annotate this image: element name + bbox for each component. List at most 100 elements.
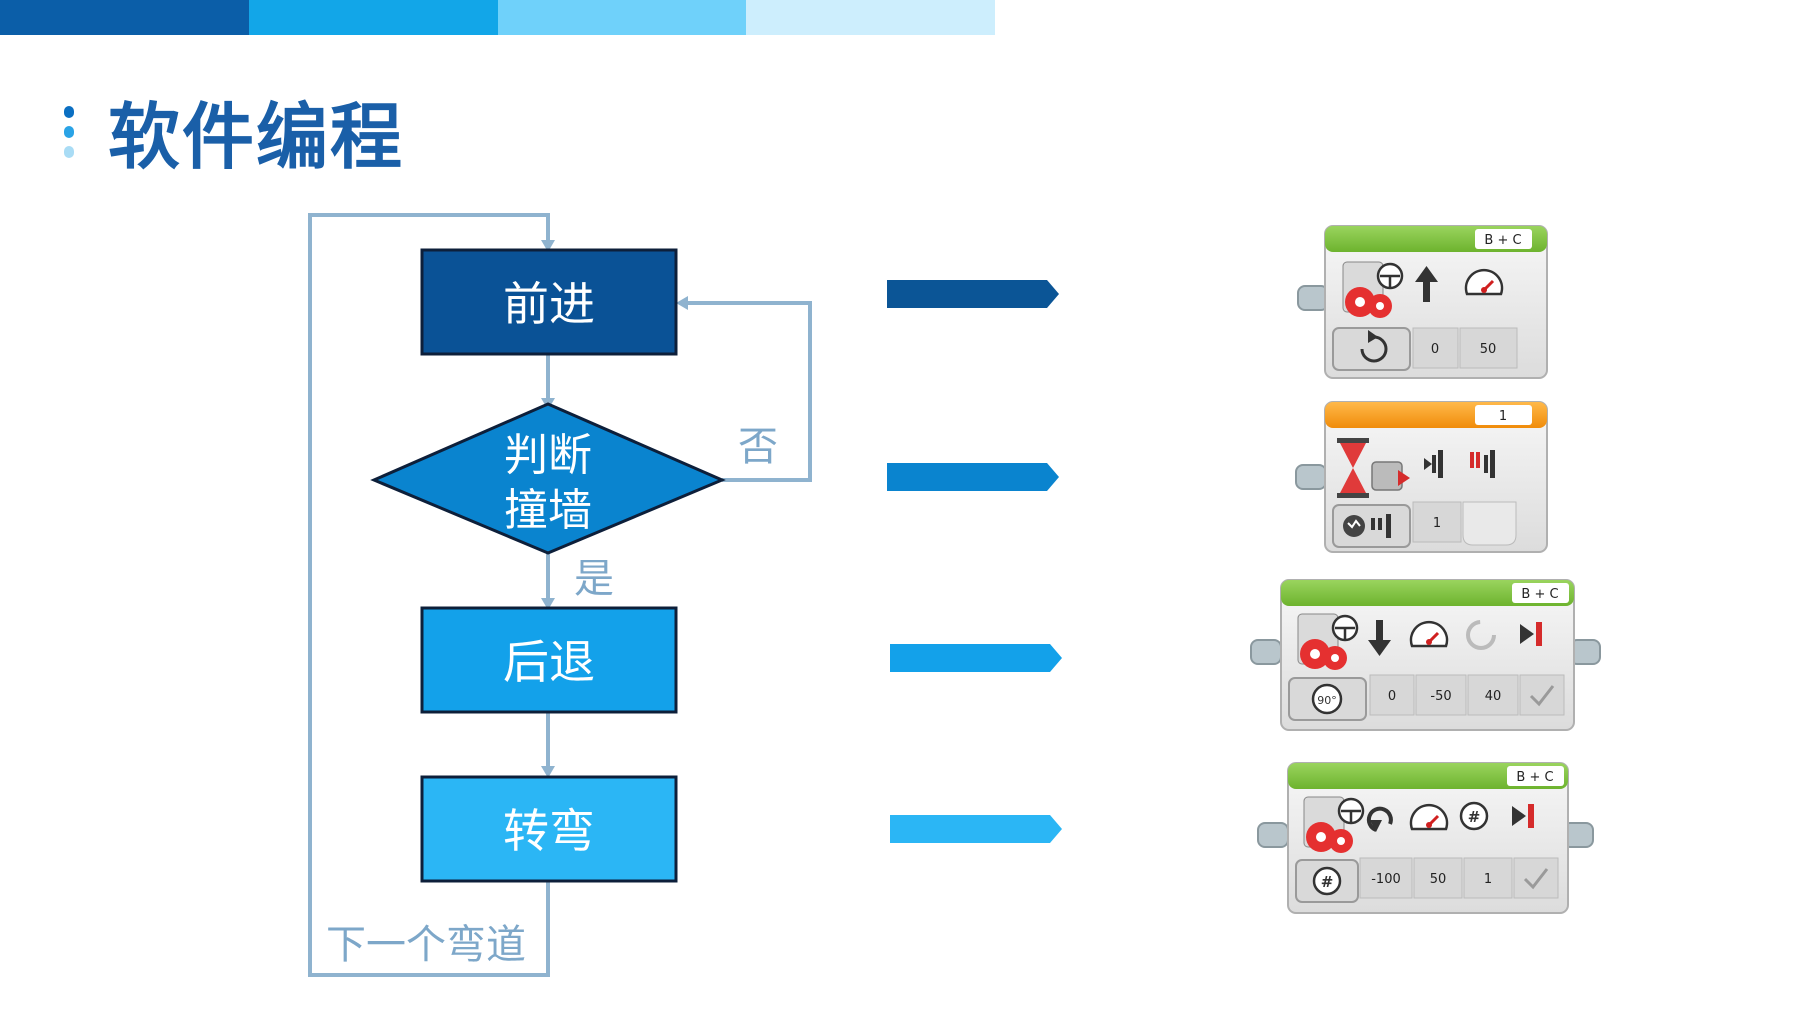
- steering-input[interactable]: [1412, 327, 1459, 369]
- sequence-in-connector: [1297, 285, 1329, 311]
- header-bar-segment: [497, 0, 747, 35]
- move-steering-backward-block[interactable]: B + C 90° 0 -50 40: [1250, 579, 1601, 731]
- steering-input[interactable]: [1359, 857, 1413, 899]
- hit-wall-decision: [370, 402, 726, 555]
- sequence-in-connector: [1257, 822, 1289, 848]
- degrees-icon: [1466, 620, 1496, 650]
- power-input[interactable]: [1413, 857, 1463, 899]
- port-label: B + C: [1484, 233, 1521, 248]
- move-steering-forward-block[interactable]: B + C 0 50: [1297, 225, 1548, 379]
- yes-branch-label: 是: [574, 556, 614, 602]
- block-header: [1288, 763, 1568, 789]
- mode-selector[interactable]: [1332, 327, 1411, 371]
- steering-value: 0: [1431, 342, 1439, 357]
- brake-input[interactable]: [1513, 857, 1559, 899]
- rotations-input[interactable]: [1463, 857, 1513, 899]
- state-input[interactable]: [1412, 501, 1462, 543]
- brake-icon: [1512, 804, 1534, 828]
- result-output: [1462, 501, 1517, 546]
- mapping-arrow: [890, 815, 1062, 843]
- loop-back-line: [308, 213, 550, 977]
- title-marker-dot: [64, 145, 74, 158]
- port-label: B + C: [1521, 587, 1558, 602]
- title-area: 软件编程: [60, 78, 404, 183]
- rotations-icon: #: [1459, 801, 1489, 831]
- mapping-arrow: [887, 463, 1059, 491]
- touch-sensor-icon: [1371, 461, 1410, 491]
- decision-label-line2: 撞墙: [504, 485, 592, 536]
- steering-motor-icon: [1342, 261, 1404, 318]
- title-marker-dot: [64, 125, 74, 138]
- rotations-mode-icon: #: [1312, 866, 1342, 896]
- steering-value: 0: [1388, 689, 1396, 704]
- port-selector[interactable]: [1475, 405, 1532, 425]
- pressed-state-icon: [1470, 450, 1495, 478]
- svg-text:#: #: [1468, 808, 1481, 826]
- power-input[interactable]: [1415, 674, 1467, 716]
- steering-value: -100: [1371, 872, 1401, 887]
- port-selector[interactable]: [1475, 229, 1532, 249]
- arrowhead-icon: [541, 598, 555, 610]
- header-bar-segment: [0, 0, 249, 35]
- no-branch-label: 否: [738, 424, 778, 470]
- power-value: 50: [1430, 872, 1447, 887]
- steering-input[interactable]: [1369, 674, 1415, 716]
- bumped-state-icon: [1424, 450, 1443, 478]
- mapping-arrow: [890, 644, 1062, 672]
- turn-step: [420, 775, 678, 883]
- reverse-step: [420, 606, 678, 714]
- brake-icon: [1520, 622, 1542, 646]
- power-value: -50: [1430, 689, 1451, 704]
- mapping-arrow: [887, 280, 1059, 308]
- speed-gauge-icon: [1409, 803, 1449, 831]
- svg-text:#: #: [1321, 873, 1334, 891]
- arrowhead-icon: [541, 766, 555, 778]
- touch-state-icon: [1343, 514, 1391, 538]
- reverse-step-label: 后退: [503, 635, 595, 689]
- hourglass-wait-icon: [1337, 438, 1369, 498]
- header-bar-segment: [248, 0, 498, 35]
- speed-gauge-icon: [1409, 620, 1449, 648]
- turn-icon: [1366, 806, 1393, 832]
- degrees-input[interactable]: [1467, 674, 1519, 716]
- port-label: 1: [1499, 409, 1507, 424]
- forward-step: [420, 248, 678, 356]
- arrow-down-icon: [1368, 620, 1391, 656]
- rotations-value: 1: [1484, 872, 1492, 887]
- turn-step-label: 转弯: [503, 804, 595, 858]
- brake-check-icon: [1529, 685, 1555, 707]
- move-steering-turn-block[interactable]: B + C # # -100 50: [1257, 762, 1594, 914]
- degrees-value: 40: [1485, 689, 1502, 704]
- arrowhead-icon: [541, 240, 555, 252]
- title-marker-dot: [64, 105, 74, 118]
- arrow-up-icon: [1415, 266, 1438, 302]
- speed-gauge-icon: [1464, 268, 1504, 296]
- degrees-mode-icon: 90°: [1311, 683, 1343, 715]
- power-input[interactable]: [1459, 327, 1518, 369]
- state-value: 1: [1433, 516, 1441, 531]
- power-value: 50: [1480, 342, 1497, 357]
- header-bar-segment: [746, 0, 995, 35]
- sequence-in-connector: [1250, 639, 1282, 665]
- next-curve-label: 下一个弯道: [326, 922, 526, 968]
- no-branch-line: [680, 301, 812, 482]
- brake-input[interactable]: [1519, 674, 1565, 716]
- title-marker-icon: [60, 96, 74, 166]
- block-header: [1281, 580, 1574, 606]
- decision-label-line1: 判断: [504, 430, 592, 481]
- page-title: 软件编程: [108, 95, 405, 179]
- forward-step-label: 前进: [503, 277, 595, 331]
- steering-motor-icon: [1303, 796, 1365, 853]
- sequence-in-connector: [1295, 464, 1327, 490]
- header-color-bar: [0, 0, 995, 35]
- steering-motor-icon: [1297, 613, 1359, 670]
- rotate-mode-icon: [1360, 330, 1388, 363]
- svg-text:90°: 90°: [1317, 694, 1337, 707]
- port-label: B + C: [1516, 770, 1553, 785]
- brake-check-icon: [1523, 868, 1549, 890]
- arrowhead-icon: [676, 296, 688, 310]
- wait-touch-block[interactable]: 1 1: [1295, 401, 1548, 553]
- port-selector[interactable]: [1512, 583, 1569, 603]
- port-selector[interactable]: [1507, 766, 1564, 786]
